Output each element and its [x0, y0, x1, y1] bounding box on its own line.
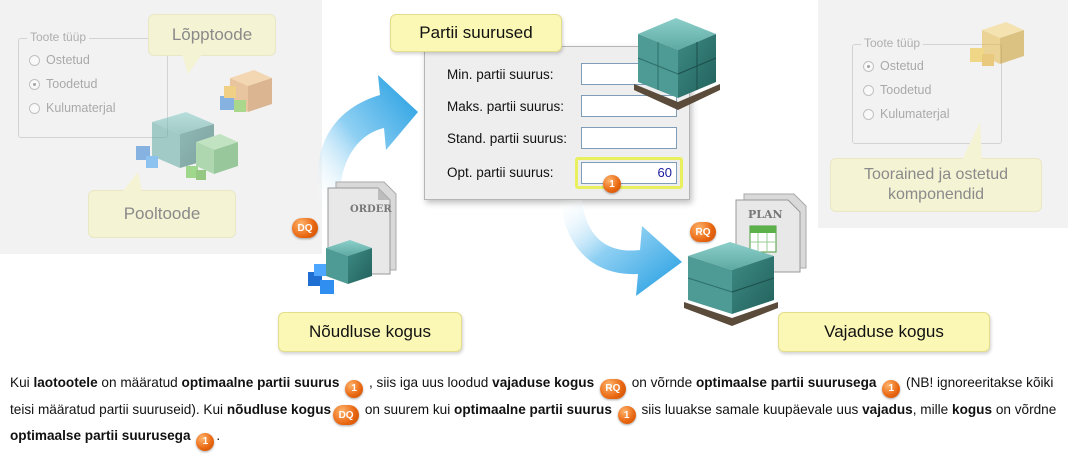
radio-kulumaterjal[interactable]: Kulumaterjal — [863, 107, 949, 121]
text-run: on võrnde — [627, 375, 696, 390]
radio-button[interactable] — [29, 102, 40, 114]
optimal-lot-size-highlight — [575, 157, 683, 189]
product-type-groupbox: Toote tüüp Ostetud Toodetud Kulumaterjal — [852, 36, 1002, 144]
marker-badge: 1 — [603, 175, 621, 193]
radio-label: Kulumaterjal — [46, 101, 116, 115]
radio-button-selected[interactable] — [29, 78, 40, 90]
text-run: , mille — [912, 401, 953, 417]
marker-badge-inline: 1 — [882, 379, 901, 398]
flow-arrow-down-icon — [560, 200, 682, 296]
radio-toodetud[interactable]: Toodetud — [29, 77, 97, 91]
finished-product-callout: Lõpptoode — [148, 14, 276, 56]
flow-arrow-up-icon — [317, 75, 418, 205]
callout-pointer — [182, 54, 202, 74]
callout-text: Lõpptoode — [171, 25, 253, 44]
marker-badge-inline: 1 — [345, 379, 364, 398]
rq-badge-inline: RQ — [599, 378, 626, 399]
marker-badge-inline: 1 — [617, 406, 636, 424]
demand-quantity-callout: Nõudluse kogus — [278, 312, 462, 352]
callout-text: Vajaduse kogus — [824, 322, 944, 341]
bold-run: optimaalse partii suurusega — [695, 375, 877, 390]
bold-run: optimaalne partii suurus — [454, 401, 612, 417]
bold-run: vajaduse kogus — [492, 375, 595, 390]
text-run: siis luuakse samale kuupäevale uus — [637, 401, 863, 417]
text-run: on suurem kui — [361, 401, 455, 417]
optimal-lot-size-label: Opt. partii suurus: — [447, 165, 554, 180]
plan-heading: PLAN — [748, 208, 783, 221]
callout-text: Toorained ja ostetud komponendid — [863, 166, 1009, 203]
order-box-icon — [308, 240, 372, 294]
bold-run: optimaalne partii suurus — [181, 375, 340, 390]
standard-lot-size-input[interactable] — [581, 127, 677, 149]
max-lot-size-label: Maks. partii suurus: — [447, 99, 565, 114]
requirement-quantity-badge: RQ — [690, 222, 716, 242]
radio-button-selected[interactable] — [863, 60, 874, 72]
radio-ostetud[interactable]: Ostetud — [29, 53, 90, 67]
lot-sizes-title-callout: Partii suurused — [390, 14, 562, 52]
callout-text: Partii suurused — [419, 23, 533, 42]
left-product-type-panel: Toote tüüp Ostetud Toodetud Kulumaterjal… — [0, 0, 322, 254]
right-product-type-panel: Toote tüüp Ostetud Toodetud Kulumaterjal… — [818, 0, 1068, 228]
callout-text: Pooltoode — [123, 204, 201, 223]
marker-badge: 1 — [196, 432, 215, 451]
text-run: Kui — [10, 375, 34, 390]
product-type-groupbox: Toote tüüp Ostetud Toodetud Kulumaterjal — [18, 30, 168, 138]
radio-label: Kulumaterjal — [880, 107, 950, 121]
bold-run: optimaalse partii suurusega — [10, 428, 191, 443]
finished-product-box-icon — [220, 70, 272, 112]
demand-quantity-badge: DQ — [292, 218, 318, 238]
min-lot-size-label: Min. partii suurus: — [447, 67, 554, 82]
demand-quantity-badge: DQ — [333, 405, 360, 425]
requirement-quantity-callout: Vajaduse kogus — [778, 312, 990, 352]
radio-ostetud[interactable]: Ostetud — [863, 59, 924, 73]
bold-run: laotootele — [33, 375, 98, 390]
marker-badge: 1 — [345, 379, 364, 398]
pallet-boxes-icon — [634, 18, 720, 110]
radio-label: Ostetud — [46, 53, 90, 67]
plan-pallet-icon — [684, 242, 778, 326]
raw-material-box-icon — [970, 22, 1024, 66]
text-run: on võrdne — [992, 401, 1057, 417]
marker-badge-inline: 1 — [196, 432, 215, 451]
radio-button[interactable] — [863, 108, 874, 120]
radio-label: Ostetud — [880, 59, 924, 73]
semi-finished-box-icon — [136, 112, 238, 180]
marker-badge: 1 — [617, 406, 636, 424]
callout-text: Nõudluse kogus — [309, 322, 431, 341]
radio-toodetud[interactable]: Toodetud — [863, 83, 931, 97]
standard-lot-size-label: Stand. partii suurus: — [447, 131, 568, 146]
groupbox-legend: Toote tüüp — [27, 30, 90, 44]
callout-pointer — [122, 172, 142, 192]
text-run: (NB! ignoreeritakse kõiki teisi määratud… — [10, 375, 1054, 417]
radio-label: Toodetud — [46, 77, 98, 91]
semi-finished-callout: Pooltoode — [88, 190, 236, 238]
optimal-lot-size-input[interactable]: 60 — [581, 162, 677, 184]
explanation-text: Kui laotootele on määratud optimaalne pa… — [10, 372, 1060, 451]
radio-label: Toodetud — [880, 83, 932, 97]
radio-kulumaterjal[interactable]: Kulumaterjal — [29, 101, 115, 115]
groupbox-legend: Toote tüüp — [861, 36, 924, 50]
text-run: . — [216, 428, 221, 443]
requirement-quantity-badge: RQ — [599, 378, 626, 399]
bold-run: vajadus — [862, 401, 913, 417]
marker-badge: 1 — [882, 379, 901, 398]
order-heading: ORDER — [350, 204, 392, 215]
dq-badge-inline: DQ — [333, 405, 360, 425]
bold-run: nõudluse kogus — [226, 401, 332, 417]
radio-button[interactable] — [863, 84, 874, 96]
text-run: on määratud — [97, 375, 182, 390]
radio-button[interactable] — [29, 54, 40, 66]
bold-run: kogus — [952, 401, 993, 417]
callout-pointer — [962, 122, 982, 160]
lot-sizes-panel: Min. partii suurus: Maks. partii suurus:… — [424, 46, 690, 200]
raw-materials-callout: Toorained ja ostetud komponendid — [830, 158, 1042, 212]
text-run: , siis iga uus loodud — [365, 375, 493, 390]
